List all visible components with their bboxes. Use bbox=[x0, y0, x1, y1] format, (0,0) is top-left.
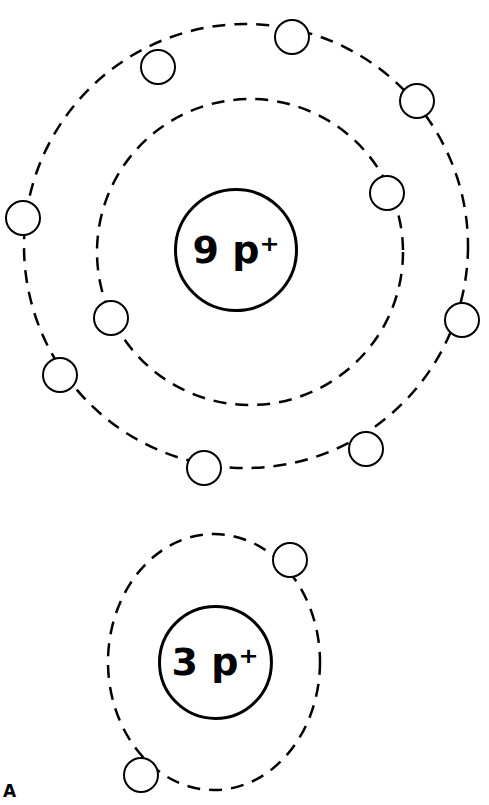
proton-count: 3 p⁺ bbox=[172, 640, 259, 684]
electron bbox=[370, 176, 404, 210]
electron bbox=[124, 758, 158, 792]
electron bbox=[6, 201, 40, 235]
inner-orbit bbox=[97, 99, 403, 405]
electron bbox=[273, 543, 307, 577]
electron bbox=[349, 432, 383, 466]
nucleus-circle: 3 p⁺ bbox=[158, 605, 273, 720]
electron bbox=[94, 301, 128, 335]
electron bbox=[43, 358, 77, 392]
electron bbox=[275, 20, 309, 54]
electron bbox=[445, 303, 479, 337]
panel-letter: A bbox=[3, 781, 16, 801]
electron bbox=[187, 451, 221, 485]
outer-orbit bbox=[24, 24, 468, 468]
electron bbox=[141, 50, 175, 84]
electron bbox=[400, 84, 434, 118]
orbit bbox=[108, 534, 320, 790]
nucleus-circle: 9 p⁺ bbox=[174, 188, 298, 312]
proton-count: 9 p⁺ bbox=[193, 228, 280, 272]
